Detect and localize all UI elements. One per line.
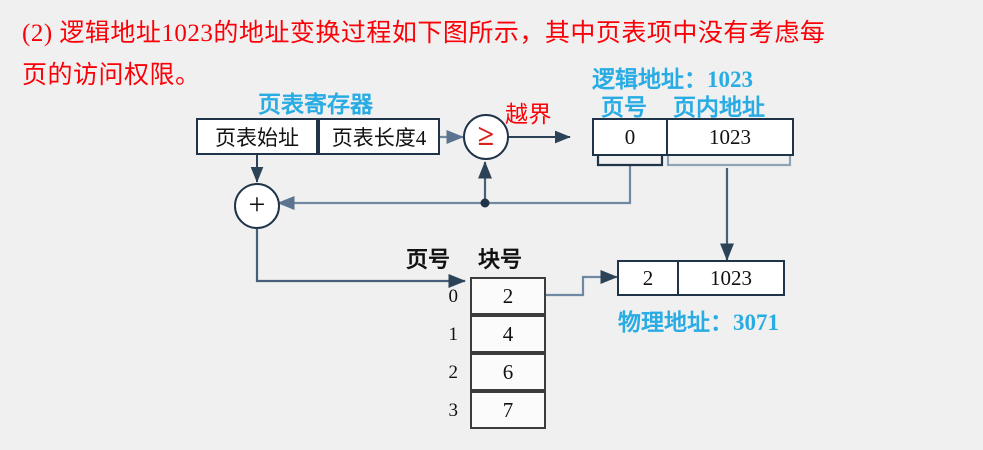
register-base-field: 页表始址 (196, 118, 318, 155)
question-line-1: (2) 逻辑地址1023的地址变换过程如下图所示，其中页表项中没有考虑每 (22, 20, 826, 47)
register-length-text: 页表长度4 (331, 125, 427, 150)
page-table-row-page-number: 3 (448, 400, 459, 421)
page-table-row-block-number: 6 (470, 353, 546, 391)
label-offset-header: 页内地址 (673, 95, 765, 120)
register-length-field: 页表长度4 (318, 118, 440, 155)
comparator-circle: ≥ (463, 114, 509, 160)
page-table-row-page-number: 0 (448, 286, 459, 307)
label-physical-address: 物理地址：3071 (618, 310, 779, 335)
page-table-col-block-header: 块号 (478, 247, 523, 272)
plus-icon: + (248, 187, 266, 221)
page-table-col-page-header: 页号 (406, 247, 451, 272)
register-base-text: 页表始址 (215, 125, 299, 150)
physical-address-frame-field: 2 (617, 260, 679, 296)
logical-address-offset-field: 1023 (666, 118, 794, 156)
physical-frame-number: 2 (642, 265, 654, 290)
physical-offset-value: 1023 (710, 265, 752, 290)
label-page-table-register: 页表寄存器 (258, 92, 373, 117)
page-table-row-page-number: 1 (448, 324, 459, 345)
logical-address-page-field: 0 (592, 118, 668, 156)
adder-circle: + (234, 183, 280, 229)
page-table-row-block-number: 7 (470, 391, 546, 429)
page-table-row-block-number: 2 (470, 277, 546, 315)
greater-equal-icon: ≥ (477, 119, 495, 152)
label-out-of-range: 越界 (505, 102, 552, 127)
physical-address-offset-field: 1023 (677, 260, 785, 296)
label-logical-address: 逻辑地址：1023 (592, 67, 753, 92)
label-page-number-header: 页号 (601, 95, 647, 120)
page-table-row-block-number: 4 (470, 315, 546, 353)
question-line-2: 页的访问权限。 (22, 62, 201, 89)
logical-page-number: 0 (624, 124, 636, 149)
page-table-row-page-number: 2 (448, 362, 459, 383)
logical-offset-value: 1023 (709, 124, 751, 149)
